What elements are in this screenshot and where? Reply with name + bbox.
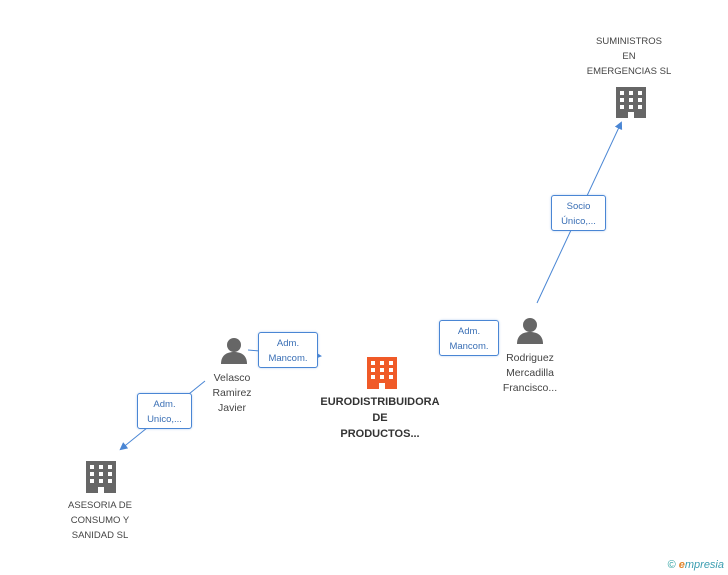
label-line: EN bbox=[622, 51, 636, 62]
label-line: EURODISTRIBUIDORA bbox=[320, 396, 440, 408]
building-icon[interactable] bbox=[86, 461, 116, 493]
label-line: PRODUCTOS... bbox=[340, 428, 420, 440]
edge-label-line: Adm. bbox=[457, 326, 481, 337]
copyright-icon: © bbox=[667, 559, 676, 571]
edge-label-line: Unico,... bbox=[147, 414, 182, 425]
edge-label-line: Mancom. bbox=[268, 353, 308, 364]
edge-label-adm-unico[interactable]: Adm. Unico,... bbox=[137, 393, 192, 429]
edge-label-adm-mancom-velasco[interactable]: Adm. Mancom. bbox=[258, 332, 318, 368]
label-line: ASESORIA DE bbox=[68, 500, 132, 511]
node-label-velasco[interactable]: Velasco Ramirez Javier bbox=[192, 371, 272, 416]
node-label-eurodistribuidora[interactable]: EURODISTRIBUIDORA DE PRODUCTOS... bbox=[310, 394, 450, 442]
edge-label-line: Mancom. bbox=[449, 341, 489, 352]
person-icon[interactable] bbox=[517, 318, 543, 344]
edge-label-line: Adm. bbox=[276, 338, 300, 349]
label-line: Rodriguez bbox=[506, 352, 554, 364]
label-line: SUMINISTROS bbox=[596, 36, 662, 47]
brand-watermark: © empresia bbox=[668, 559, 724, 571]
building-icon[interactable] bbox=[616, 87, 646, 118]
label-line: Ramirez bbox=[212, 387, 252, 399]
label-line: EMERGENCIAS SL bbox=[586, 66, 672, 77]
label-line: CONSUMO Y bbox=[70, 515, 130, 526]
edge-label-line: Socio bbox=[566, 201, 591, 212]
brand-name: mpresia bbox=[684, 559, 724, 571]
edge-label-adm-mancom-rodriguez[interactable]: Adm. Mancom. bbox=[439, 320, 499, 356]
label-line: SANIDAD SL bbox=[71, 530, 129, 541]
node-label-suministros[interactable]: SUMINISTROS EN EMERGENCIAS SL bbox=[573, 34, 685, 79]
brand-logo-e: e bbox=[678, 559, 685, 571]
label-line: Mercadilla bbox=[506, 367, 554, 379]
edge-label-line: Adm. bbox=[153, 399, 176, 410]
label-line: Javier bbox=[217, 402, 246, 414]
building-icon[interactable] bbox=[367, 357, 397, 389]
node-label-asesoria[interactable]: ASESORIA DE CONSUMO Y SANIDAD SL bbox=[50, 498, 150, 543]
node-label-rodriguez[interactable]: Rodriguez Mercadilla Francisco... bbox=[483, 351, 577, 396]
person-icon[interactable] bbox=[221, 338, 247, 364]
label-line: Velasco bbox=[213, 372, 251, 384]
label-line: Francisco... bbox=[502, 382, 558, 394]
edge-label-socio-unico[interactable]: Socio Único,... bbox=[551, 195, 606, 231]
label-line: DE bbox=[372, 412, 388, 424]
edge-label-line: Único,... bbox=[561, 216, 596, 227]
